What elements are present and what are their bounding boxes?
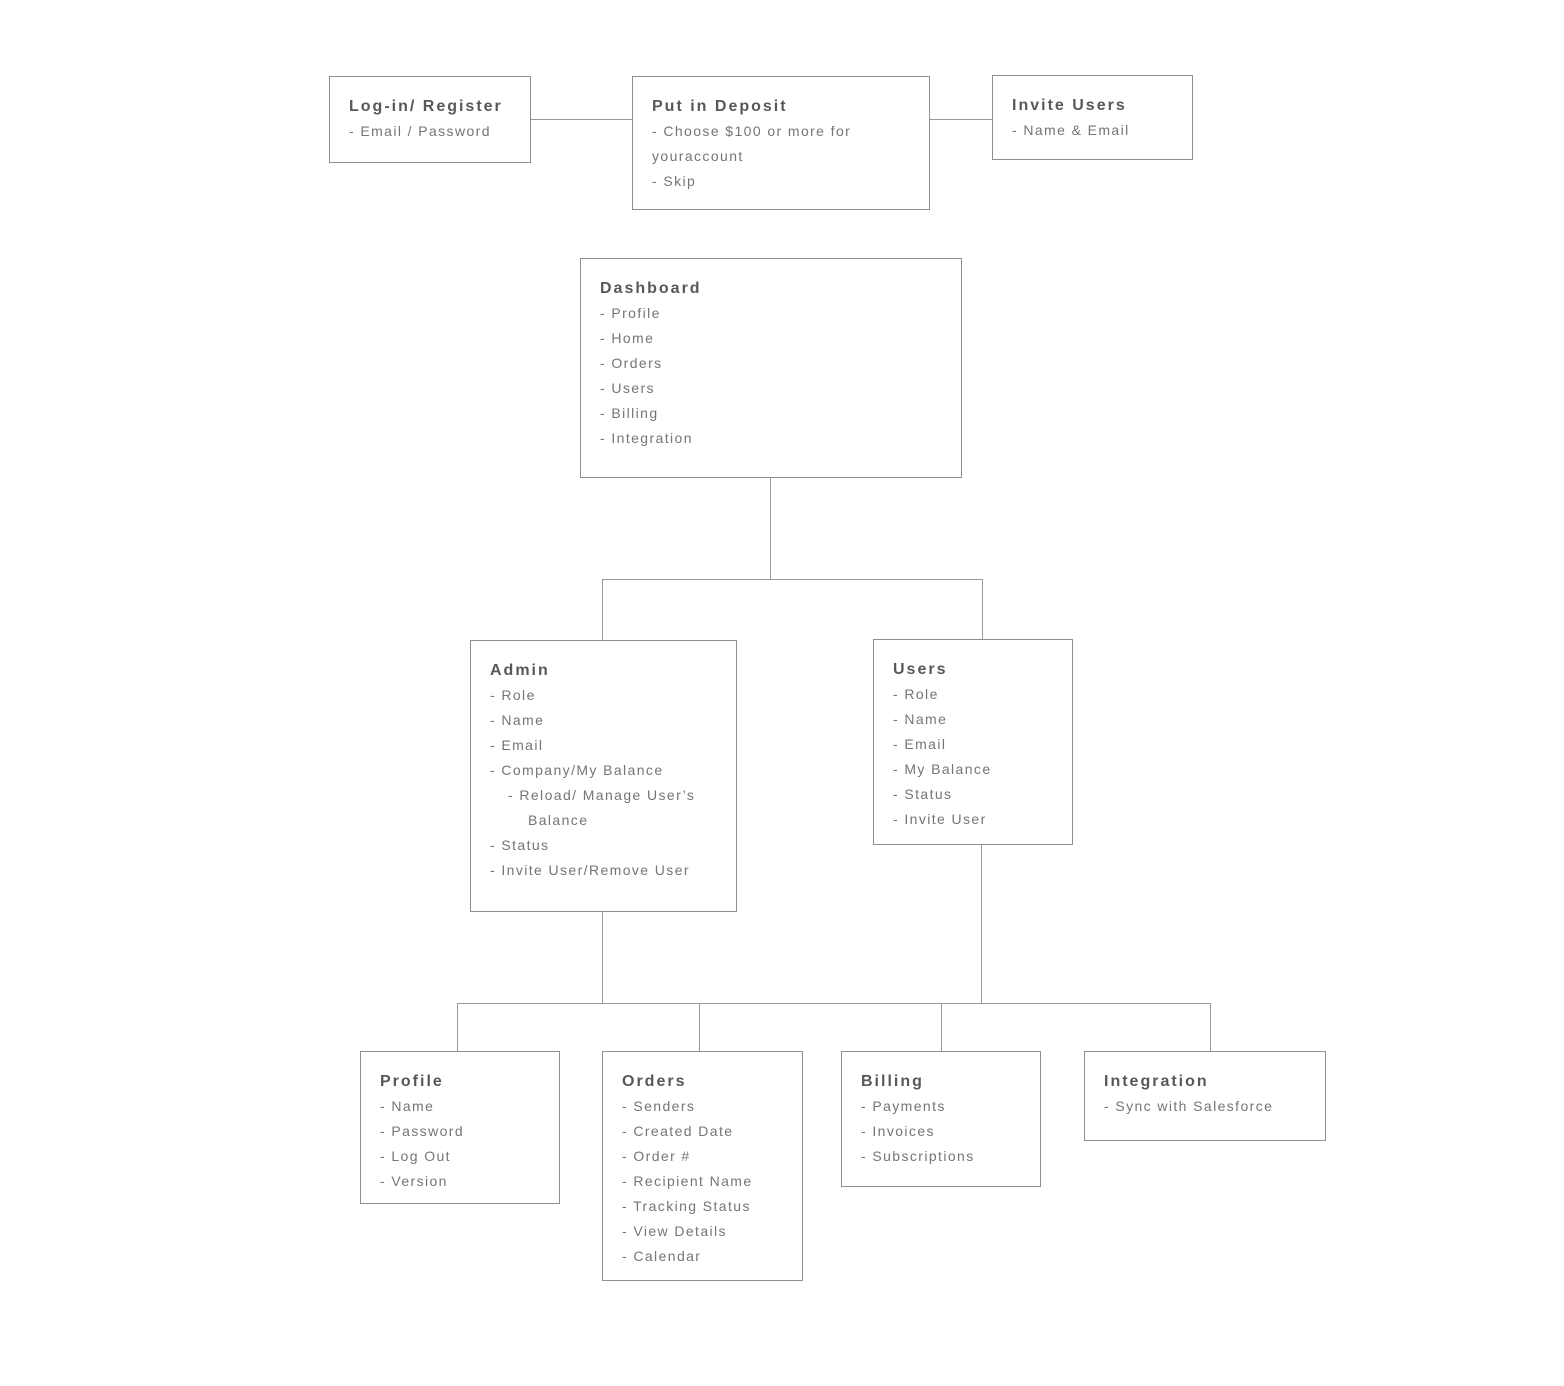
integration-node: Integration Sync with Salesforce xyxy=(1084,1051,1326,1141)
billing-item: Payments xyxy=(861,1094,1024,1119)
admin-item: Company/My Balance xyxy=(490,758,720,783)
integration-item: Sync with Salesforce xyxy=(1104,1094,1309,1119)
put-in-deposit-node: Put in Deposit Choose $100 or more for y… xyxy=(632,76,930,210)
dashboard-item: Integration xyxy=(600,426,945,451)
connector-drop-users xyxy=(982,579,983,639)
admin-subitem: Reload/ Manage User’s Balance xyxy=(508,783,720,833)
dashboard-item: Users xyxy=(600,376,945,401)
orders-item: Calendar xyxy=(622,1244,786,1269)
connector-deposit-to-invite xyxy=(930,119,992,120)
profile-item: Name xyxy=(380,1094,543,1119)
dashboard-item: Orders xyxy=(600,351,945,376)
dashboard-item: Home xyxy=(600,326,945,351)
profile-item: Password xyxy=(380,1119,543,1144)
admin-item: Name xyxy=(490,708,720,733)
connector-split-bar xyxy=(602,579,983,580)
orders-item: Recipient Name xyxy=(622,1169,786,1194)
connector-drop-integration xyxy=(1210,1003,1211,1051)
admin-title: Admin xyxy=(490,662,550,679)
connector-users-down xyxy=(981,845,982,1003)
admin-item: Email xyxy=(490,733,720,758)
dashboard-title: Dashboard xyxy=(600,280,702,297)
orders-item: Order # xyxy=(622,1144,786,1169)
users-item: Invite User xyxy=(893,807,1056,832)
billing-title: Billing xyxy=(861,1073,924,1090)
connector-bottom-bus xyxy=(457,1003,1211,1004)
invite-users-item: Name & Email xyxy=(1012,118,1176,143)
admin-item: Status xyxy=(490,833,720,858)
profile-title: Profile xyxy=(380,1073,444,1090)
invite-users-node: Invite Users Name & Email xyxy=(992,75,1193,160)
connector-login-to-deposit xyxy=(531,119,632,120)
admin-item: Invite User/Remove User xyxy=(490,858,720,883)
users-item: Role xyxy=(893,682,1056,707)
integration-title: Integration xyxy=(1104,1073,1209,1090)
connector-drop-admin xyxy=(602,579,603,640)
put-in-deposit-item: Choose $100 or more for youraccount xyxy=(652,119,913,169)
put-in-deposit-item: Skip xyxy=(652,169,913,194)
dashboard-node: Dashboard Profile Home Orders Users Bill… xyxy=(580,258,962,478)
users-node: Users Role Name Email My Balance Status … xyxy=(873,639,1073,845)
billing-item: Subscriptions xyxy=(861,1144,1024,1169)
connector-drop-billing xyxy=(941,1003,942,1051)
login-register-title: Log-in/ Register xyxy=(349,98,503,115)
orders-item: Senders xyxy=(622,1094,786,1119)
login-register-item: Email / Password xyxy=(349,119,514,144)
orders-item: View Details xyxy=(622,1219,786,1244)
admin-item: Role xyxy=(490,683,720,708)
orders-item: Created Date xyxy=(622,1119,786,1144)
users-item: Status xyxy=(893,782,1056,807)
dashboard-item: Profile xyxy=(600,301,945,326)
orders-title: Orders xyxy=(622,1073,687,1090)
profile-node: Profile Name Password Log Out Version xyxy=(360,1051,560,1204)
orders-node: Orders Senders Created Date Order # Reci… xyxy=(602,1051,803,1281)
users-title: Users xyxy=(893,661,948,678)
billing-node: Billing Payments Invoices Subscriptions xyxy=(841,1051,1041,1187)
invite-users-title: Invite Users xyxy=(1012,97,1127,114)
users-item: My Balance xyxy=(893,757,1056,782)
profile-item: Log Out xyxy=(380,1144,543,1169)
users-item: Email xyxy=(893,732,1056,757)
orders-item: Tracking Status xyxy=(622,1194,786,1219)
connector-admin-down xyxy=(602,912,603,1003)
billing-item: Invoices xyxy=(861,1119,1024,1144)
connector-drop-orders xyxy=(699,1003,700,1051)
users-item: Name xyxy=(893,707,1056,732)
login-register-node: Log-in/ Register Email / Password xyxy=(329,76,531,163)
connector-dashboard-stem xyxy=(770,478,771,579)
profile-item: Version xyxy=(380,1169,543,1194)
put-in-deposit-title: Put in Deposit xyxy=(652,98,788,115)
admin-node: Admin Role Name Email Company/My Balance… xyxy=(470,640,737,912)
dashboard-item: Billing xyxy=(600,401,945,426)
connector-drop-profile xyxy=(457,1003,458,1051)
